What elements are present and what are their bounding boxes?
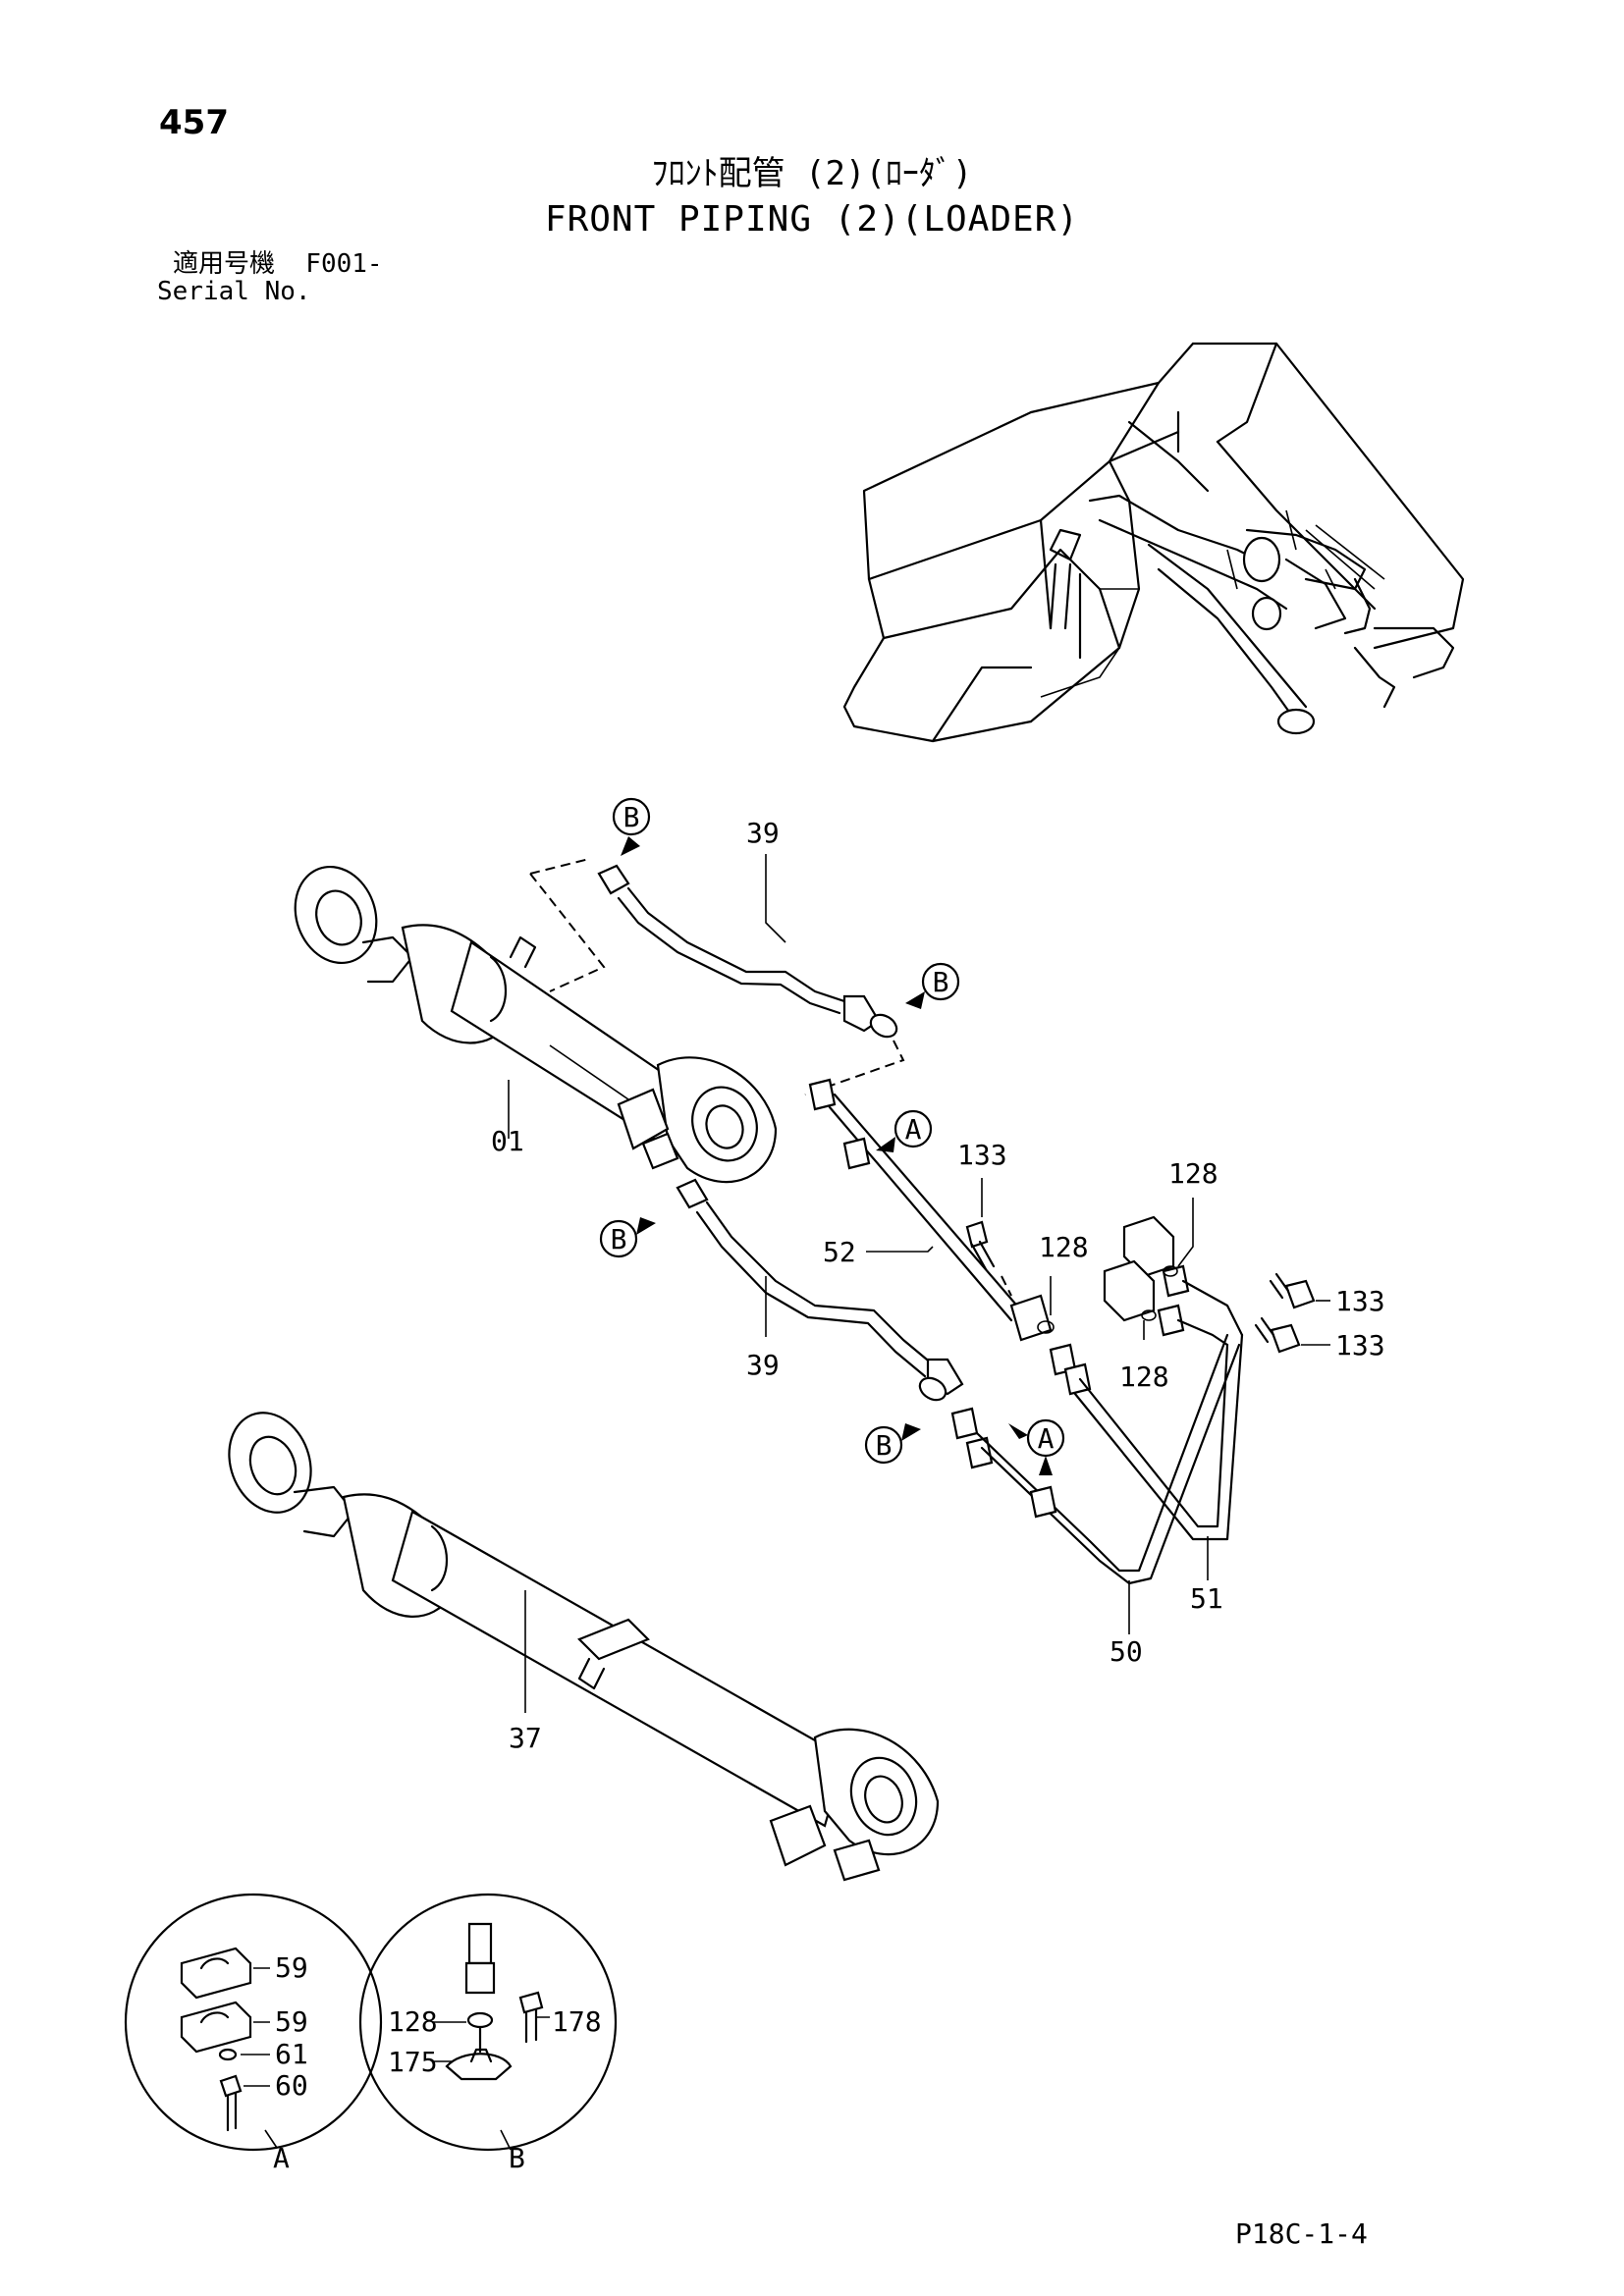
callout-128-lower-right: 128 (1119, 1361, 1169, 1393)
callout-labels: 39 01 39 37 52 133 128 128 128 133 133 5… (491, 817, 1385, 1754)
hose-39-lower (676, 1178, 964, 1402)
hose-39-upper (529, 858, 905, 1095)
callout-51: 51 (1190, 1582, 1223, 1615)
marker-b-label: B (623, 801, 640, 833)
detail-a-label: A (273, 2142, 290, 2174)
seal-blocks (1103, 1215, 1178, 1322)
callout-133-right-lower: 133 (1335, 1329, 1385, 1362)
cylinder-37 (228, 1412, 940, 1882)
marker-b-label: B (876, 1429, 893, 1462)
serial-label-japanese: 適用号機 F001- (173, 249, 383, 279)
callout-50: 50 (1110, 1635, 1143, 1668)
callout-52: 52 (823, 1236, 856, 1268)
marker-a-2: A (1008, 1418, 1065, 1475)
callout-128-upper-right: 128 (1168, 1157, 1218, 1190)
figure-code: P18C-1-4 (1235, 2217, 1368, 2250)
bolts-133 (965, 1220, 1316, 1354)
callout-60: 60 (275, 2069, 308, 2102)
marker-b-2: B (905, 962, 960, 1009)
marker-b-3: B (599, 1217, 656, 1258)
marker-b-4: B (864, 1423, 921, 1465)
callout-61: 61 (275, 2038, 308, 2070)
marker-b-label: B (611, 1223, 627, 1255)
detail-b-label: B (509, 2142, 525, 2174)
marker-a-label: A (905, 1113, 922, 1146)
pipe-52 (808, 1078, 1055, 1342)
machine-overview-illustration (842, 342, 1465, 743)
pipe-50-51 (950, 1264, 1244, 1585)
callout-39-lower: 39 (746, 1349, 780, 1381)
callout-59-bottom: 59 (275, 2005, 308, 2038)
page-title-japanese: ﾌﾛﾝﾄ配管 (2)(ﾛｰﾀﾞ) (651, 154, 973, 193)
page-title: FRONT PIPING (2)(LOADER) (544, 199, 1080, 240)
callout-39-upper: 39 (746, 817, 780, 849)
callout-178: 178 (552, 2005, 602, 2038)
marker-b-label: B (933, 966, 949, 998)
callout-37: 37 (509, 1722, 542, 1754)
marker-a-1: A (876, 1109, 933, 1152)
serial-label: Serial No. (157, 277, 311, 306)
callout-133-top: 133 (957, 1139, 1007, 1171)
cylinder-01 (294, 865, 778, 1184)
marker-b-1: B (612, 797, 651, 856)
callout-128-center: 128 (1039, 1231, 1089, 1263)
callout-133-right-upper: 133 (1335, 1285, 1385, 1317)
marker-a-label: A (1038, 1422, 1055, 1455)
callout-01: 01 (491, 1125, 524, 1157)
callout-175: 175 (388, 2046, 438, 2078)
page-number: 457 (159, 103, 229, 142)
callout-128-detail: 128 (388, 2005, 438, 2038)
detail-a: 59 59 61 60 A (124, 1893, 383, 2174)
leader-lines (508, 854, 1330, 1713)
detail-b: 128 175 178 B (358, 1893, 618, 2174)
callout-59-top: 59 (275, 1951, 308, 1984)
